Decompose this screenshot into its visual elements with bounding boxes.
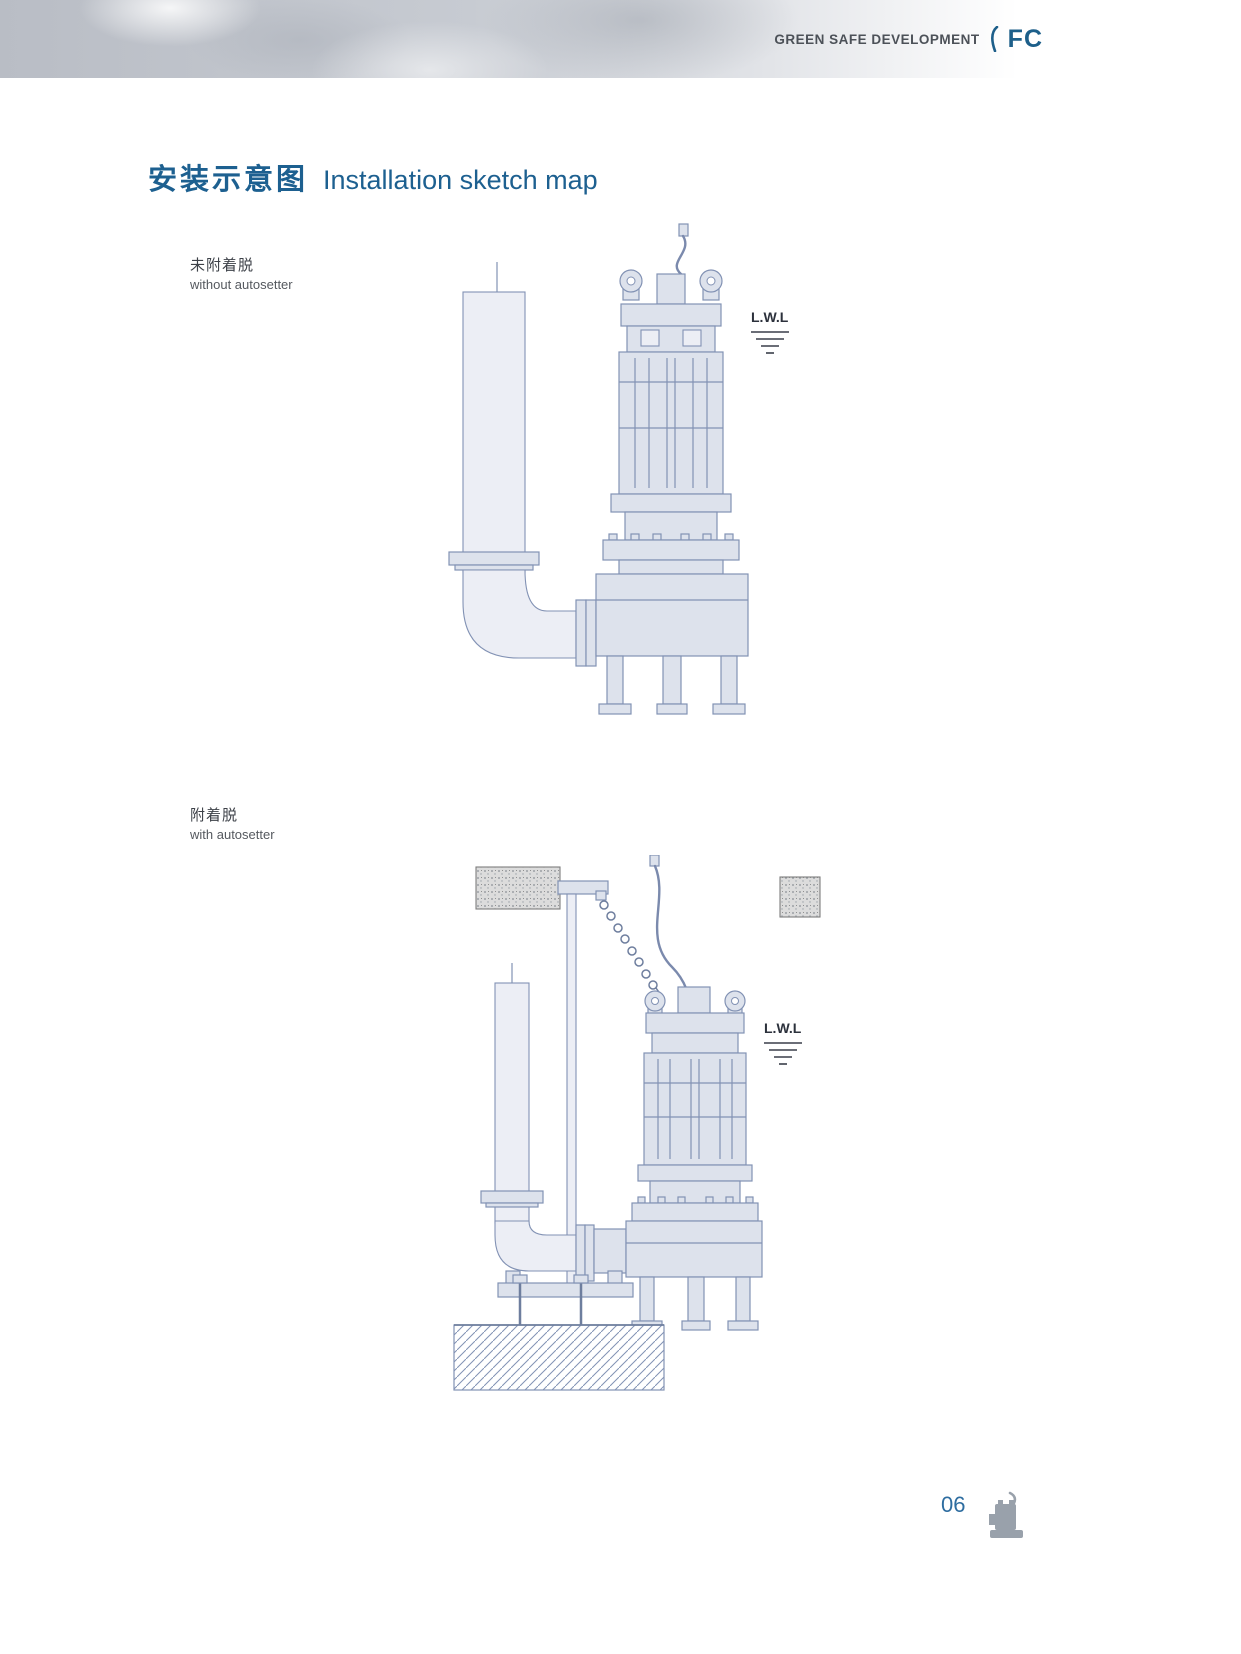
casing-flange — [602, 533, 740, 561]
water-level-label: L.W.L — [764, 1020, 802, 1036]
pump-illustration — [625, 986, 763, 1331]
lifting-chain — [599, 900, 662, 996]
concrete-anchor-left — [475, 866, 561, 910]
section1-label-en: without autosetter — [190, 277, 293, 293]
terminal-box — [656, 273, 686, 305]
volute-casing — [625, 1220, 763, 1278]
housing-detail — [682, 329, 702, 347]
terminal-box — [677, 986, 711, 1014]
seal-flange — [637, 1164, 753, 1182]
page-title-en: Installation sketch map — [323, 165, 598, 195]
ground-hatch — [453, 1324, 665, 1391]
seal-flange — [610, 493, 732, 513]
water-level-symbol: L.W.L — [751, 309, 789, 354]
casing-flange — [631, 1196, 759, 1222]
lifting-eyes — [644, 990, 746, 1018]
section2-label-en: with autosetter — [190, 827, 275, 843]
page-title: 安装示意图 Installation sketch map — [148, 156, 598, 198]
upper-housing — [651, 1032, 739, 1054]
section1-label-zh: 未附着脱 — [190, 257, 255, 274]
discharge-pipe — [448, 262, 597, 667]
pump-illustration — [595, 223, 749, 715]
motor-housing — [618, 351, 724, 495]
volute-casing — [595, 573, 749, 657]
water-level-label: L.W.L — [751, 309, 789, 325]
top-cap — [645, 1012, 745, 1034]
concrete-anchor-right — [779, 876, 821, 918]
pump-logo-icon — [989, 1491, 1023, 1538]
motor-housing — [643, 1052, 747, 1166]
header: GREEN SAFE DEVELOPMENT FC — [774, 0, 1043, 78]
housing-detail — [640, 329, 660, 347]
section-label-without-autosetter: 未附着脱 without autosetter — [190, 256, 293, 294]
section2-label-zh: 附着脱 — [190, 807, 239, 824]
page-number: 06 — [941, 1492, 966, 1517]
casing-spacer — [618, 559, 724, 575]
installation-diagram-with-autosetter: L.W.L — [453, 855, 821, 1391]
installation-diagram-without-autosetter: L.W.L — [448, 223, 789, 715]
page-title-zh: 安装示意图 — [148, 164, 309, 196]
power-cable — [675, 223, 689, 276]
oil-chamber — [624, 511, 718, 541]
header-graphic — [0, 0, 1241, 78]
header-tagline: GREEN SAFE DEVELOPMENT — [774, 31, 980, 47]
top-cap — [620, 303, 722, 327]
water-level-symbol: L.W.L — [764, 1020, 802, 1065]
brand-mark-icon — [990, 26, 998, 52]
brand-logo: FC — [1007, 24, 1043, 53]
pump-stand — [598, 655, 746, 715]
section-label-with-autosetter: 附着脱 with autosetter — [190, 806, 275, 844]
lifting-eyes — [619, 269, 723, 301]
discharge-pipe — [480, 963, 627, 1282]
upper-housing — [626, 325, 716, 353]
pump-stand — [631, 1276, 759, 1331]
